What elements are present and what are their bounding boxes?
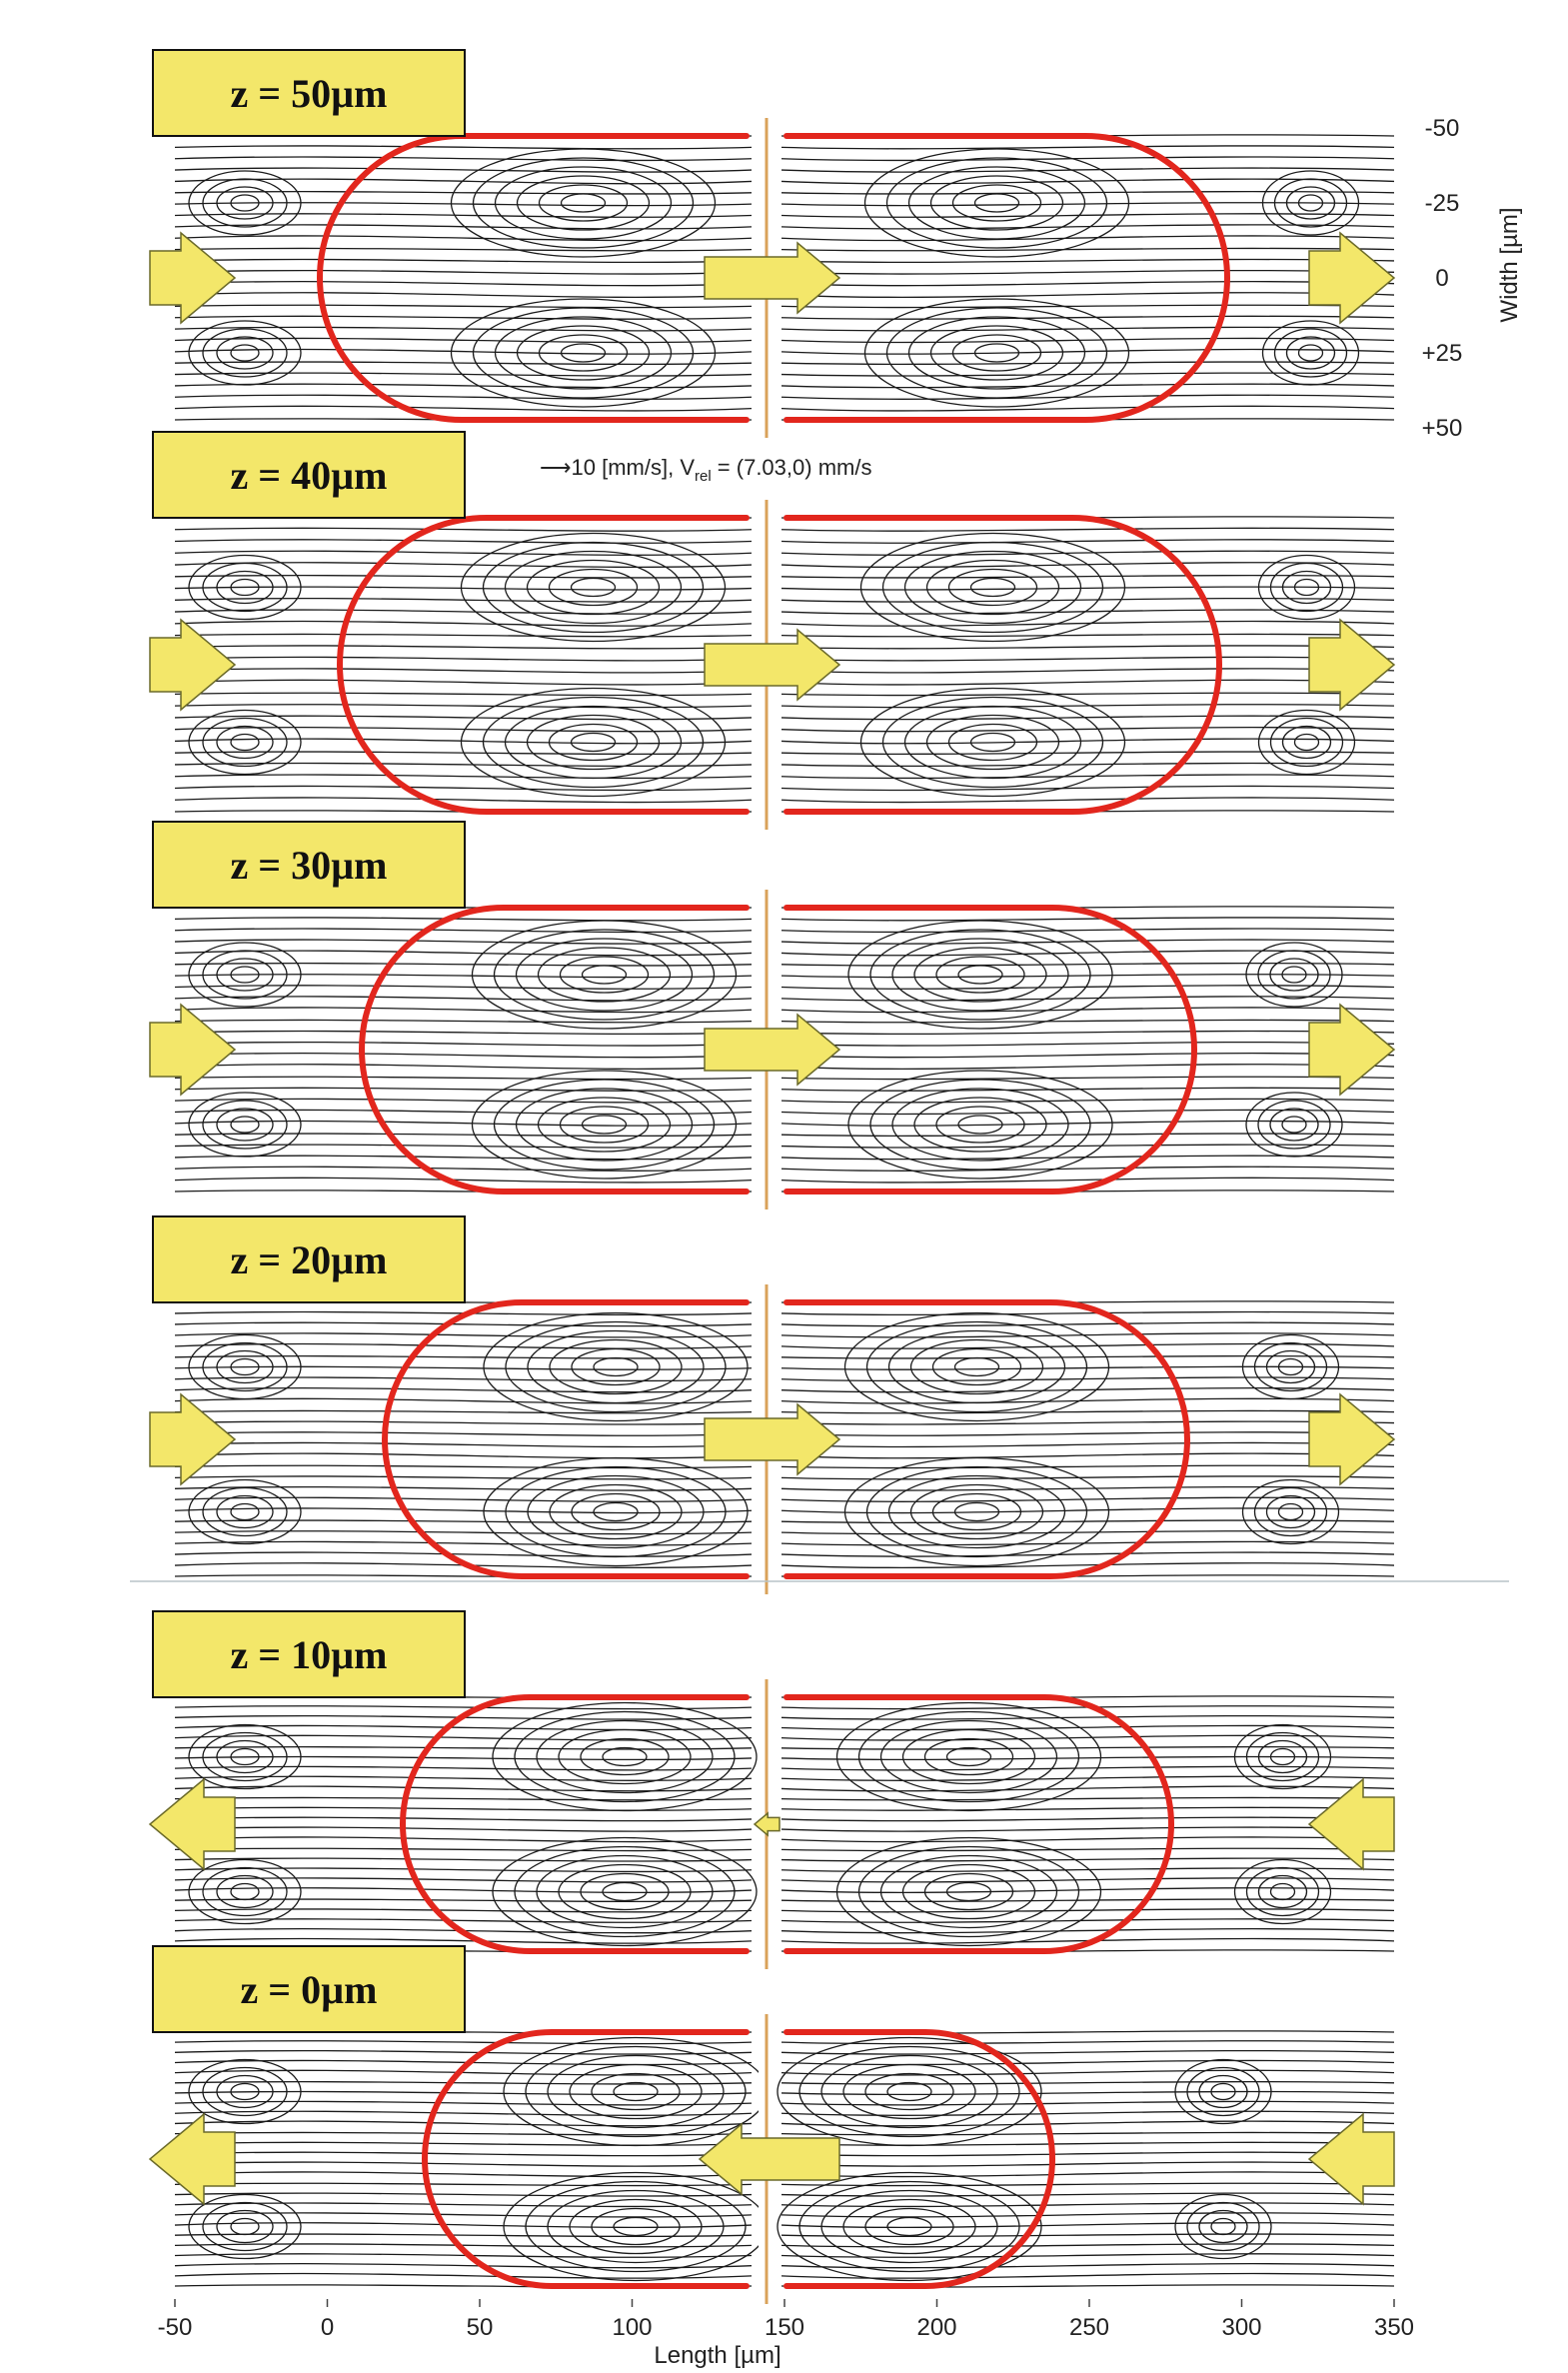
- outlet-flow-arrow: [1308, 1003, 1396, 1097]
- droplet-interface-left: [400, 1694, 750, 1954]
- panels-layer: z = 50µm z = 40µm z = 30µm z = 20µm z = 10µm…: [148, 49, 1396, 2304]
- z-label: z = 0µm: [241, 1967, 378, 2012]
- panel-3: z = 20µm: [149, 1215, 1396, 1594]
- width-tick-label: 0: [1435, 265, 1448, 292]
- length-tick-label: 300: [1221, 2314, 1261, 2341]
- outlet-flow-arrow: [1308, 618, 1396, 712]
- droplet-interface-left: [382, 1299, 750, 1579]
- inlet-flow-arrow: [149, 1392, 237, 1486]
- streamlines: [174, 134, 1395, 422]
- z-label-box: [152, 49, 466, 137]
- droplet-interface-right: [784, 1299, 1190, 1579]
- droplet-interface-right: [784, 2029, 1055, 2289]
- droplet-interface-left: [359, 905, 750, 1194]
- outlet-flow-arrow: [1308, 231, 1396, 325]
- outlet-flow-arrow: [1307, 2112, 1395, 2206]
- z-label-box: [152, 1945, 466, 2033]
- z-label-box: [152, 821, 466, 909]
- streamlines: [174, 1300, 1395, 1578]
- droplet-velocity-arrow: [704, 628, 841, 702]
- inlet-flow-arrow: [149, 231, 237, 325]
- panel-0: z = 50µm: [149, 49, 1396, 438]
- streamlines: [174, 1695, 1395, 1953]
- z-label-box: [152, 1215, 466, 1303]
- length-tick-label: 0: [321, 2314, 334, 2341]
- droplet-interface-left: [422, 2029, 750, 2289]
- z-label: z = 40µm: [231, 453, 388, 498]
- length-axis: -50 0 50 100 150 200 250 300 350: [158, 2299, 1414, 2341]
- width-axis-title: Width [µm]: [1496, 207, 1523, 322]
- velocity-scale-note: ⟶10 [mm/s], Vrel = (7.03,0) mm/s: [540, 455, 871, 485]
- length-tick-label: 150: [765, 2314, 804, 2341]
- streamlines: [174, 516, 1395, 814]
- droplet-interface-left: [337, 515, 750, 815]
- width-axis: -50 -25 0 +25 +50: [1422, 115, 1463, 442]
- width-tick-label: -50: [1425, 115, 1460, 142]
- droplet-interface-left: [317, 133, 750, 423]
- droplet-velocity-arrow: [704, 241, 841, 315]
- inlet-flow-arrow: [148, 1777, 236, 1871]
- panel-4: z = 10µm: [148, 1610, 1395, 1969]
- droplet-velocity-arrow: [704, 1402, 841, 1476]
- inlet-flow-arrow: [149, 1003, 237, 1097]
- inlet-flow-arrow: [149, 618, 237, 712]
- length-axis-title: Length [µm]: [654, 2342, 781, 2369]
- droplet-interface-right: [784, 1694, 1174, 1954]
- inlet-flow-arrow: [148, 2112, 236, 2206]
- droplet-interface-right: [784, 133, 1230, 423]
- length-tick-label: 50: [467, 2314, 494, 2341]
- panel-5: z = 0µm: [148, 1945, 1395, 2304]
- z-label: z = 50µm: [231, 71, 388, 116]
- z-label-box: [152, 431, 466, 519]
- z-label: z = 10µm: [231, 1632, 388, 1677]
- length-tick-label: 250: [1069, 2314, 1109, 2341]
- outlet-flow-arrow: [1307, 1777, 1395, 1871]
- width-tick-label: -25: [1425, 190, 1460, 217]
- panel-1: z = 40µm: [149, 431, 1396, 830]
- length-tick-label: 200: [916, 2314, 956, 2341]
- droplet-interface-right: [784, 905, 1197, 1194]
- outlet-flow-arrow: [1308, 1392, 1396, 1486]
- length-tick-label: 350: [1374, 2314, 1414, 2341]
- width-tick-label: +50: [1422, 415, 1463, 442]
- z-label-box: [152, 1610, 466, 1698]
- droplet-velocity-arrow: [753, 1811, 781, 1837]
- streamlines: [174, 2030, 1395, 2288]
- z-label: z = 20µm: [231, 1237, 388, 1282]
- length-tick-label: -50: [158, 2314, 193, 2341]
- droplet-interface-right: [784, 515, 1222, 815]
- width-tick-label: +25: [1422, 340, 1463, 367]
- droplet-velocity-arrow: [704, 1013, 841, 1087]
- panel-2: z = 30µm: [149, 821, 1396, 1209]
- length-tick-label: 100: [612, 2314, 652, 2341]
- droplet-velocity-arrow: [698, 2122, 840, 2196]
- z-label: z = 30µm: [231, 843, 388, 888]
